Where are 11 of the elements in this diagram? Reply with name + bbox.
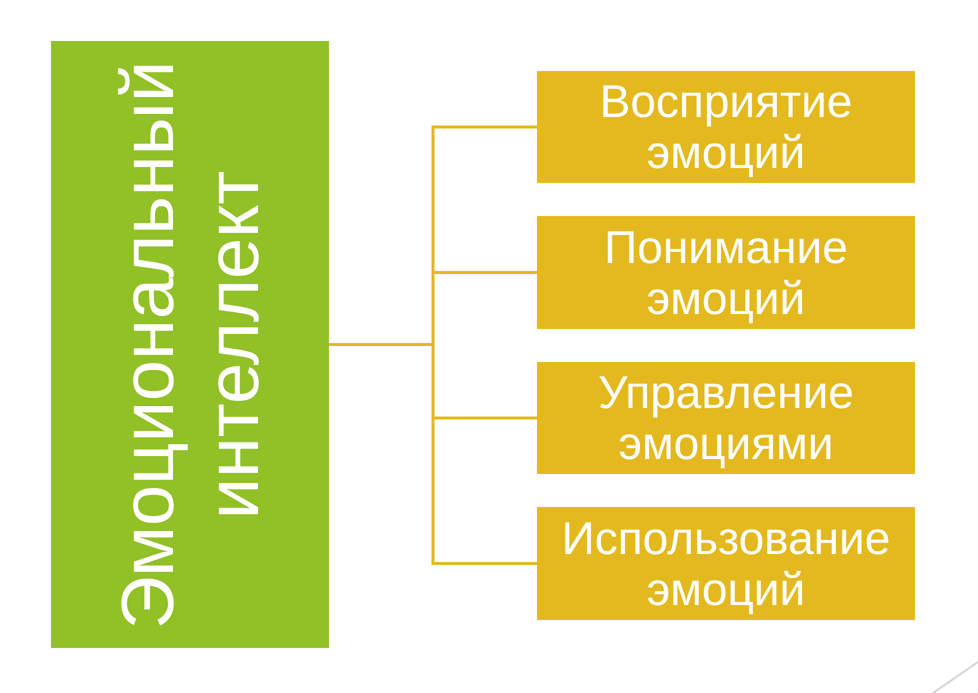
subcategory-box [537, 362, 915, 474]
subcategory-label: Использование эмоций [560, 512, 892, 614]
subcategory-box [537, 216, 915, 329]
subcategory-label: Понимание эмоций [603, 222, 849, 324]
category-label: Эмоциональный интеллект [104, 59, 275, 631]
subcategory-box [537, 71, 915, 183]
subcategory-label: Управление эмоциями [597, 367, 855, 469]
category-box [51, 41, 329, 648]
subcategory-box [537, 507, 915, 620]
subcategory-label: Восприятие эмоций [598, 76, 854, 178]
connector-line [329, 343, 537, 565]
